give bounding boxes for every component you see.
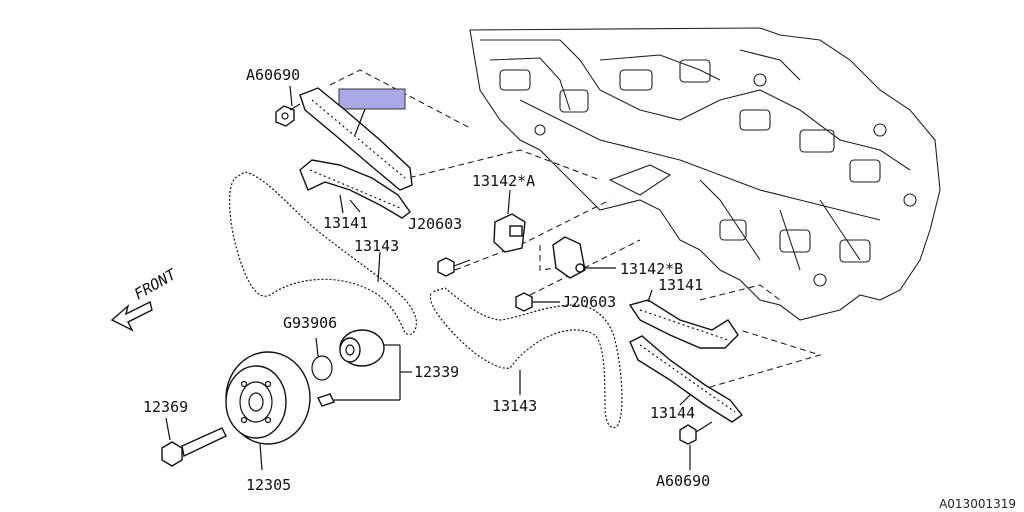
chain-guide-upper	[299, 87, 413, 191]
crank-bolt-12369	[161, 417, 227, 467]
crank-pulley-12305	[225, 351, 311, 471]
idler-pulley-12339	[317, 329, 412, 407]
label-12339: 12339	[414, 363, 459, 381]
engine-block	[469, 27, 941, 321]
tensioner-13142b	[552, 236, 616, 279]
label-g93906: G93906	[283, 314, 337, 332]
label-13144: 13144	[650, 404, 695, 422]
label-13143-left: 13143	[354, 237, 399, 255]
label-j20603-lower: J20603	[562, 293, 616, 311]
label-a60690-bottom: A60690	[656, 472, 710, 490]
tensioner-lever-right	[628, 299, 739, 349]
leader-lines	[329, 69, 822, 391]
label-13142b: 13142*B	[620, 260, 683, 278]
label-12369: 12369	[143, 398, 188, 416]
label-13143-right: 13143	[492, 397, 537, 415]
highlight-box[interactable]	[338, 88, 406, 110]
tensioner-13142a	[493, 189, 526, 253]
label-j20603-upper: J20603	[408, 215, 462, 233]
front-arrow-icon	[110, 300, 153, 332]
chain-guide-lower	[629, 335, 744, 423]
label-leaders	[339, 194, 691, 406]
bolt-a60690-bottom	[679, 421, 713, 470]
label-12305: 12305	[246, 476, 291, 494]
label-13141-left: 13141	[323, 214, 368, 232]
bolt-j20603-lower	[515, 292, 560, 312]
tensioner-lever-left	[299, 159, 411, 219]
label-13141-right: 13141	[658, 276, 703, 294]
timing-belt-right	[429, 286, 624, 429]
o-ring-g93906	[311, 337, 333, 381]
timing-belt-left	[228, 170, 418, 336]
label-a60690-top: A60690	[246, 66, 300, 84]
reference-code: A013001319	[939, 497, 1016, 511]
label-13142a: 13142*A	[472, 172, 535, 190]
label-front: FRONT	[131, 265, 180, 304]
bolt-j20603-upper	[437, 257, 471, 277]
bolt-a60690-top	[275, 85, 301, 127]
